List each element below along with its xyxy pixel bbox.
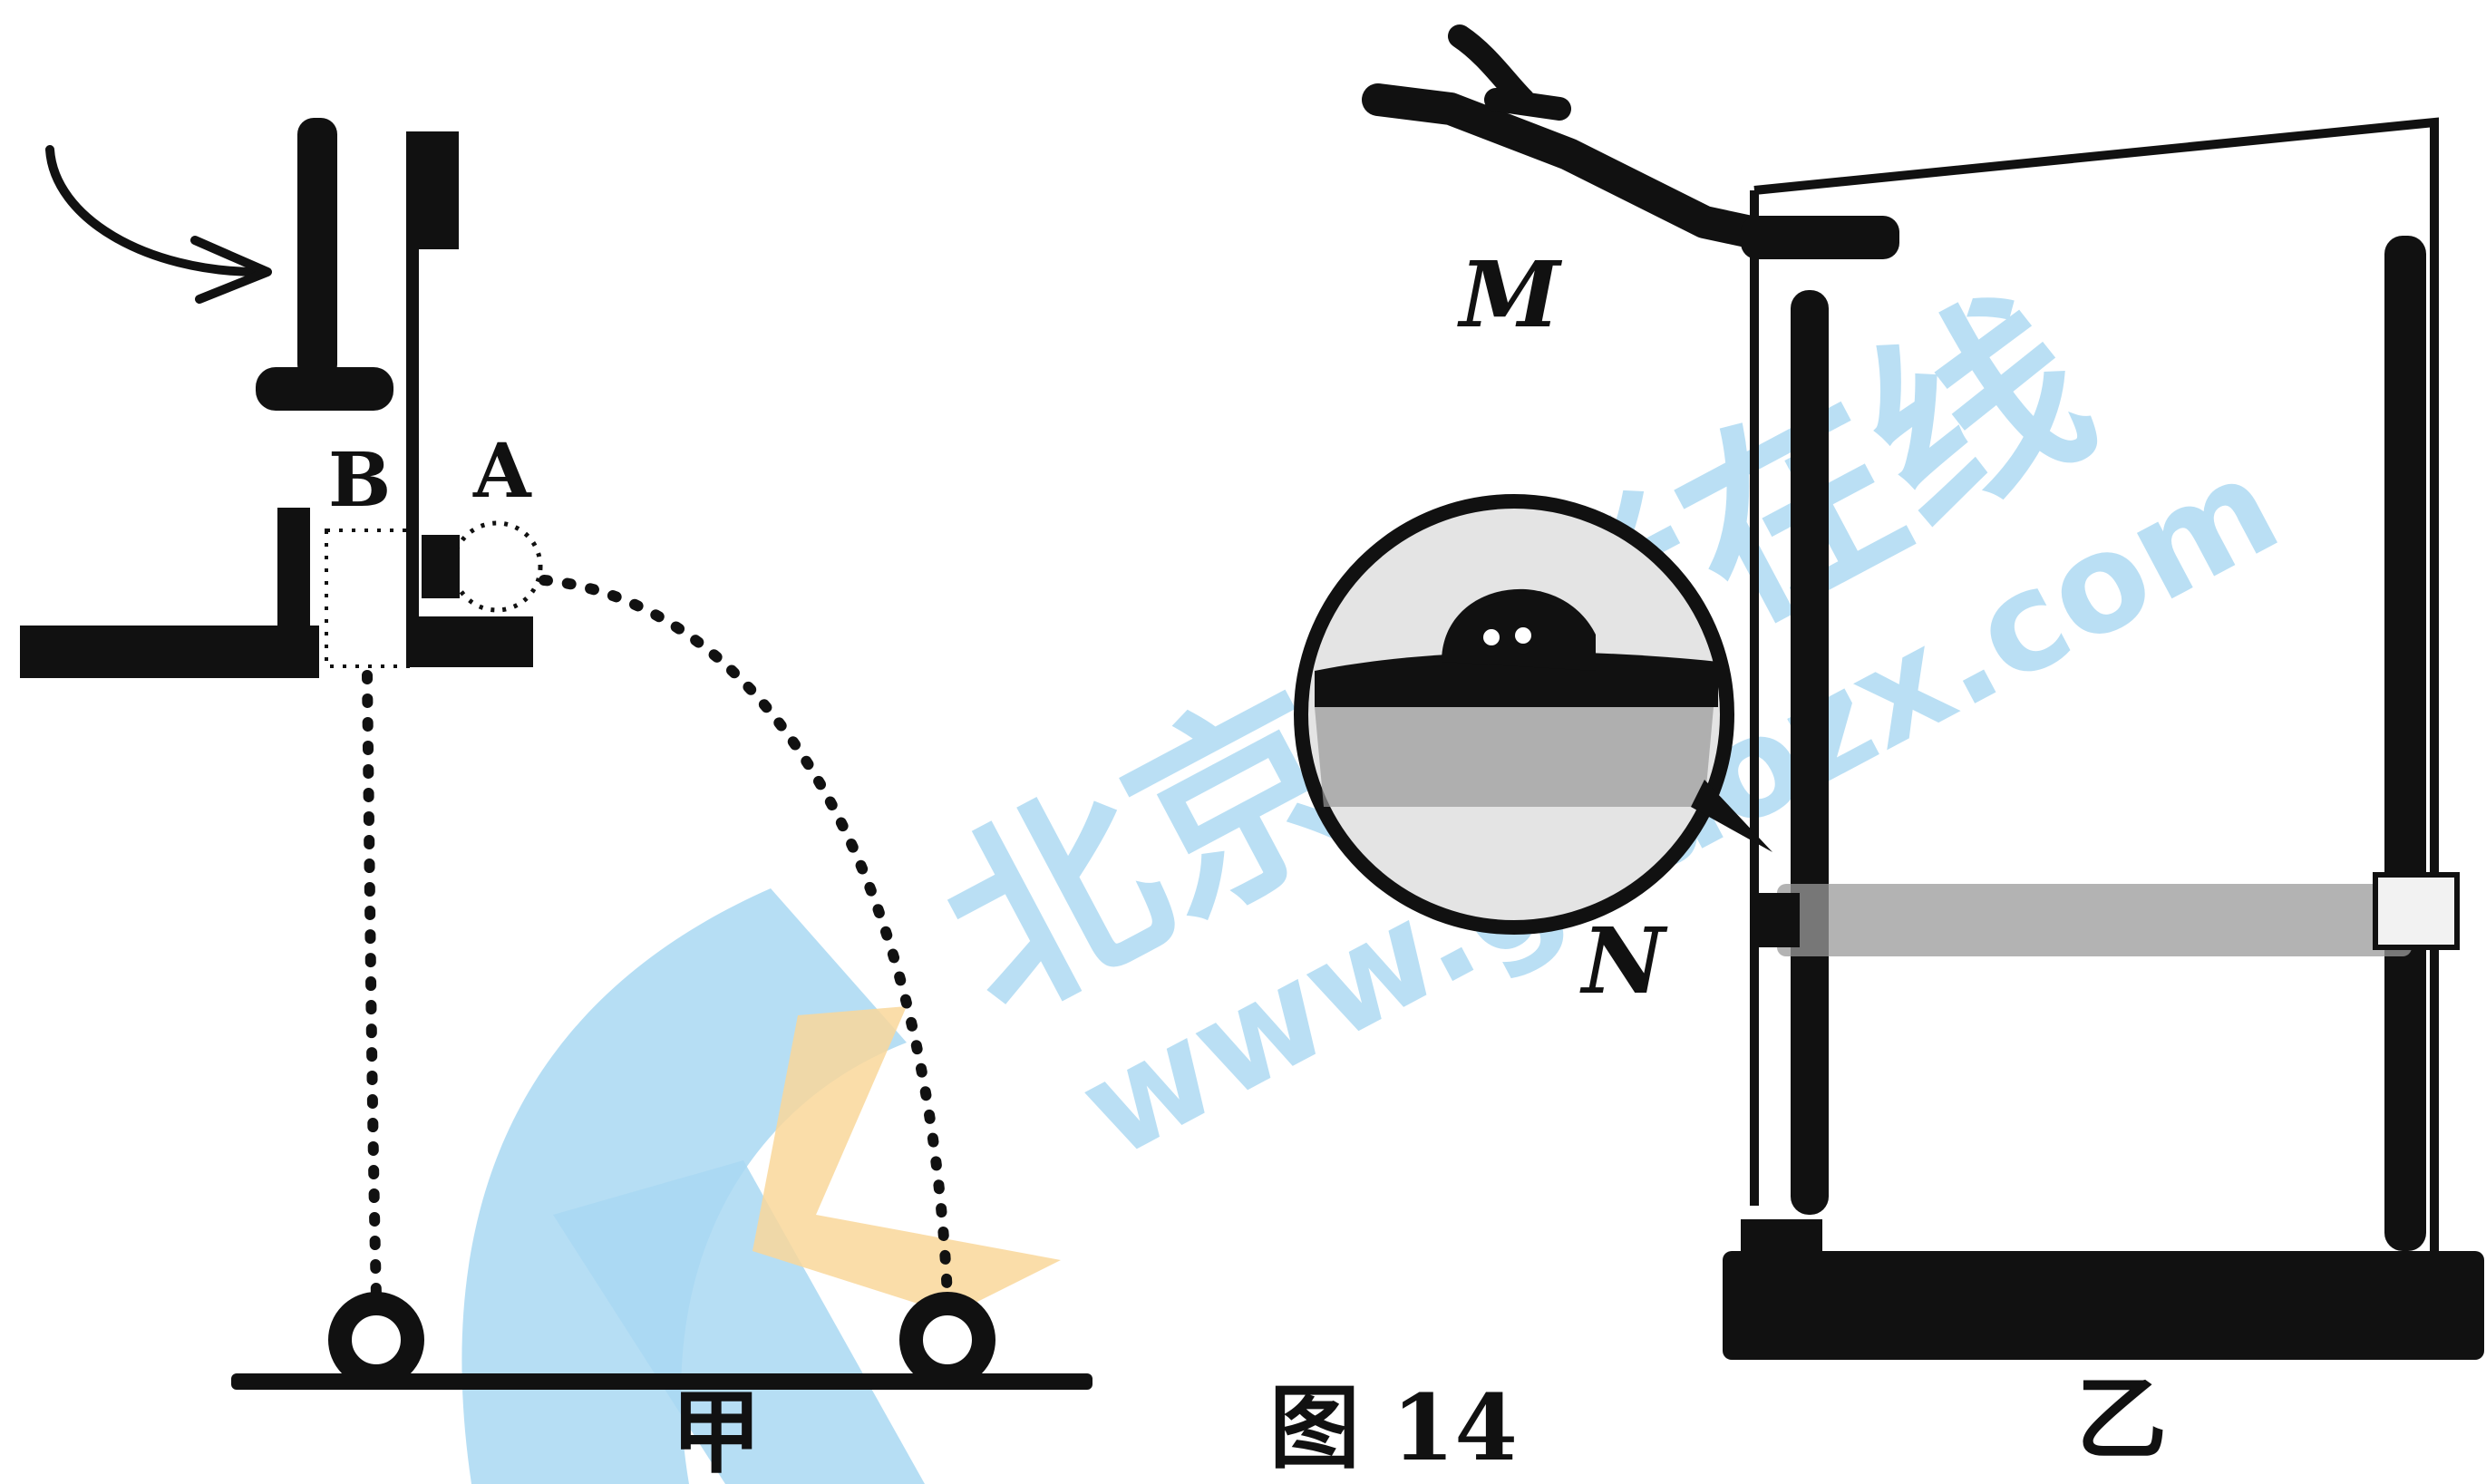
label-m: M bbox=[1457, 241, 1563, 348]
landed-ball-b bbox=[328, 1292, 424, 1388]
base-feet bbox=[1741, 1219, 1822, 1283]
label-n: N bbox=[1579, 907, 1668, 1014]
ball-a-holder bbox=[422, 535, 460, 598]
ball-plate bbox=[1777, 884, 2412, 956]
clamp-end bbox=[1741, 216, 1899, 259]
panel-yi: M N 乙 bbox=[1294, 24, 2484, 1472]
holder-post bbox=[277, 508, 310, 626]
ground-line bbox=[231, 1373, 1092, 1390]
watermark-logo-chevron bbox=[753, 1006, 1061, 1314]
strike-arrow bbox=[45, 145, 263, 276]
landed-ball-a bbox=[899, 1292, 995, 1388]
base-shelf-right bbox=[406, 616, 533, 667]
track-right bbox=[2384, 236, 2426, 1251]
striker-bar bbox=[297, 118, 337, 381]
label-a: A bbox=[472, 428, 532, 515]
panel-jia: B A 甲 bbox=[20, 118, 1092, 1484]
track-left bbox=[1791, 290, 1829, 1215]
guide-post bbox=[406, 136, 419, 626]
strike-arrow-head-icon bbox=[190, 236, 272, 304]
ball-b bbox=[325, 529, 410, 668]
free-fall-path bbox=[362, 670, 382, 1302]
label-b: B bbox=[328, 437, 391, 524]
ball-plate-right-clip bbox=[2373, 872, 2460, 950]
caption-jia: 甲 bbox=[671, 1379, 762, 1484]
base-shelf-left bbox=[20, 626, 319, 678]
guide-post-cap bbox=[406, 131, 459, 249]
figure-caption: 图 14 bbox=[1269, 1374, 1518, 1481]
watermark-logo-g-tail bbox=[553, 1160, 925, 1484]
ball-a bbox=[451, 520, 543, 613]
clamp-arm bbox=[1362, 83, 1784, 252]
clamp-jaw bbox=[1448, 24, 1571, 121]
projectile-path bbox=[539, 575, 953, 1302]
caption-yi: 乙 bbox=[2076, 1365, 2167, 1472]
ball-plate-left-clip bbox=[1754, 893, 1800, 947]
striker-foot bbox=[256, 367, 393, 411]
magnifier-callout bbox=[1294, 494, 1772, 935]
base-board bbox=[1723, 1251, 2484, 1360]
